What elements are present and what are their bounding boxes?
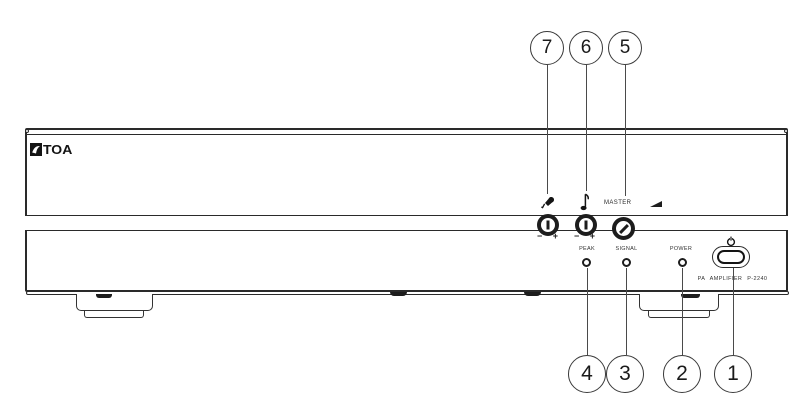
callout-7: 7 — [530, 31, 564, 65]
chassis-bottom-lip — [26, 291, 789, 295]
aux-volume-knob — [575, 214, 597, 236]
callout-2: 2 — [663, 355, 701, 393]
power-standby-icon — [726, 234, 736, 252]
callout-number: 5 — [619, 37, 631, 58]
callout-5: 5 — [608, 31, 642, 65]
callout-number: 7 — [541, 37, 553, 58]
signal-led — [622, 258, 631, 267]
callout-number: 3 — [619, 362, 631, 385]
knob-slot — [584, 220, 588, 230]
power-label: POWER — [669, 246, 693, 252]
callout-number: 1 — [727, 362, 739, 385]
corner-screw-icon — [25, 129, 29, 133]
music-note-icon — [579, 193, 592, 217]
plus-label: + — [552, 231, 558, 241]
callout-line-4 — [587, 268, 588, 355]
amplifier-chassis — [25, 128, 788, 292]
foot-left-base — [84, 311, 144, 318]
mic-volume-knob — [537, 214, 559, 236]
peak-led — [582, 258, 591, 267]
model-label: PA AMPLIFIER P-2240 — [697, 276, 768, 282]
foot-right-base — [648, 311, 710, 318]
callout-line-2 — [682, 268, 683, 355]
signal-label: SIGNAL — [615, 246, 638, 252]
callout-line-3 — [626, 268, 627, 355]
foot-right-tab — [681, 294, 700, 298]
plus-label: + — [589, 231, 595, 241]
callout-line-6 — [586, 65, 587, 191]
foot-left — [76, 294, 153, 311]
callout-line-1 — [733, 268, 734, 355]
callout-6: 6 — [569, 31, 603, 65]
control-strip — [25, 215, 788, 231]
foot-right — [639, 294, 719, 311]
master-label: MASTER — [604, 200, 632, 206]
rear-foot-mark — [390, 292, 407, 296]
peak-label: PEAK — [579, 246, 595, 252]
callout-line-5 — [625, 65, 626, 196]
callout-number: 6 — [580, 37, 592, 58]
callout-number: 4 — [581, 362, 593, 385]
microphone-icon — [540, 196, 555, 216]
volume-wedge-icon — [650, 201, 662, 207]
mic-knob-range-labels: − + — [537, 232, 558, 241]
callout-number: 2 — [676, 362, 688, 385]
master-volume-knob — [612, 217, 635, 240]
rear-foot-mark — [524, 292, 541, 296]
power-led — [678, 258, 687, 267]
knob-slot — [546, 220, 550, 230]
power-button — [717, 250, 745, 264]
chassis-top-edge-line — [27, 134, 786, 135]
callout-3: 3 — [606, 355, 644, 393]
callout-1: 1 — [714, 355, 752, 393]
corner-screw-icon — [784, 129, 788, 133]
callout-4: 4 — [568, 355, 606, 393]
minus-label: − — [537, 231, 543, 241]
minus-label: − — [574, 231, 580, 241]
aux-knob-range-labels: − + — [574, 232, 595, 241]
toa-logo: TOA — [30, 142, 72, 156]
toa-logo-text: TOA — [43, 140, 73, 157]
foot-left-tab — [96, 294, 112, 298]
callout-line-7 — [547, 65, 548, 194]
knob-slot — [618, 223, 629, 234]
toa-logo-mark-icon — [30, 142, 42, 156]
